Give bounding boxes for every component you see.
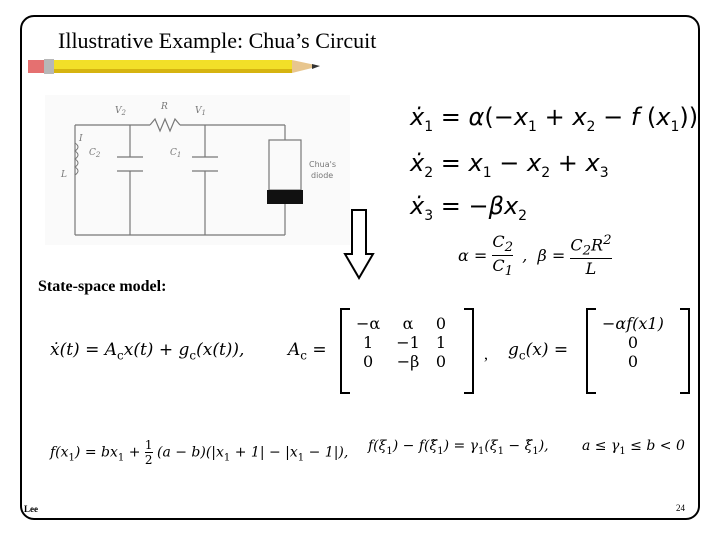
ac-cell: 0	[435, 352, 446, 371]
svg-text:diode: diode	[311, 171, 333, 180]
chua-circuit-diagram: V2 R V1 I C2 C1 L Chua's diode	[45, 95, 350, 245]
svg-text:C1: C1	[170, 148, 181, 159]
gc-cell: 0	[627, 352, 638, 371]
down-arrow-icon	[343, 209, 375, 280]
svg-text:C2: C2	[89, 148, 101, 159]
ac-matrix: −α α 0 1 −1 1 0 −β 0	[348, 314, 454, 371]
pencil-icon	[28, 59, 320, 74]
ac-cell: 1	[363, 333, 374, 352]
gc-cell: 0	[627, 333, 638, 352]
ac-cell: 0	[435, 314, 446, 333]
parameter-definitions: α = C2 C1 , β = C2R2 L	[458, 232, 612, 280]
state-space-equation: ẋ(t) = Acx(t) + gc(x(t)),	[50, 340, 245, 363]
gc-label: gc(x) =	[508, 340, 569, 363]
comma: ,	[484, 346, 488, 363]
svg-text:V1: V1	[195, 106, 206, 117]
slide-frame	[20, 15, 700, 520]
ac-cell: 1	[435, 333, 446, 352]
ac-cell: 0	[363, 352, 374, 371]
nonlinearity-equation: f(x1) = bx1 + 1 2 (a − b)(|x1 + 1| − |x1…	[50, 438, 349, 467]
ac-cell: α	[402, 314, 414, 333]
ac-cell: −β	[396, 352, 420, 371]
ac-label: Ac =	[288, 340, 327, 363]
state-space-label: State-space model:	[38, 278, 167, 295]
ac-left-bracket	[340, 308, 350, 394]
gc-cell: −αf(x1)	[602, 314, 664, 333]
ac-cell: −1	[396, 333, 420, 352]
svg-text:I: I	[78, 134, 83, 144]
gc-vector: −αf(x1) 0 0	[594, 314, 672, 371]
slope-equation: f(ξ1) − f(ξ̃1) = γ1(ξ1 − ξ̃1),	[368, 438, 549, 457]
bounds-inequality: a ≤ γ1 ≤ b < 0	[582, 438, 685, 457]
svg-text:R: R	[160, 102, 168, 112]
footer-author: Lee	[24, 504, 38, 514]
slide-title: Illustrative Example: Chua’s Circuit	[58, 28, 377, 53]
page-number: 24	[676, 503, 685, 513]
gc-right-bracket	[680, 308, 690, 394]
gc-left-bracket	[586, 308, 596, 394]
equation-1: ẋ1 = α(−x1 + x2 − f (x1))	[410, 103, 699, 135]
equation-2: ẋ2 = x1 − x2 + x3	[410, 149, 609, 181]
ac-cell: −α	[356, 314, 381, 333]
equation-3: ẋ3 = −βx2	[410, 192, 528, 224]
ac-right-bracket	[464, 308, 474, 394]
svg-text:Chua's: Chua's	[309, 160, 336, 169]
svg-text:V2: V2	[115, 106, 127, 117]
svg-text:L: L	[60, 170, 67, 180]
